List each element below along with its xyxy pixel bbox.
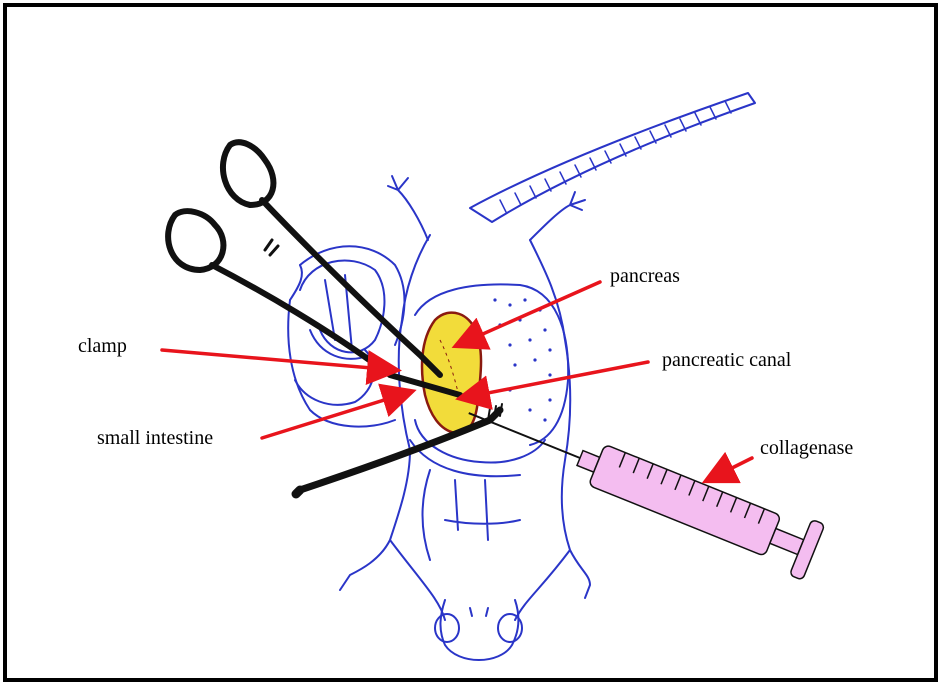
arrow-small-intestine <box>262 392 410 438</box>
label-clamp: clamp <box>78 336 127 356</box>
label-pancreas: pancreas <box>610 266 680 286</box>
label-pancreatic-canal: pancreatic canal <box>662 350 791 370</box>
syringe-illustration <box>457 385 824 580</box>
arrow-pancreatic-canal <box>462 362 648 398</box>
arrow-pancreas <box>458 282 600 345</box>
arrow-collagenase <box>708 458 752 480</box>
label-small-intestine: small intestine <box>97 428 213 448</box>
mouse-body-illustration <box>288 93 755 660</box>
label-collagenase: collagenase <box>760 438 853 458</box>
